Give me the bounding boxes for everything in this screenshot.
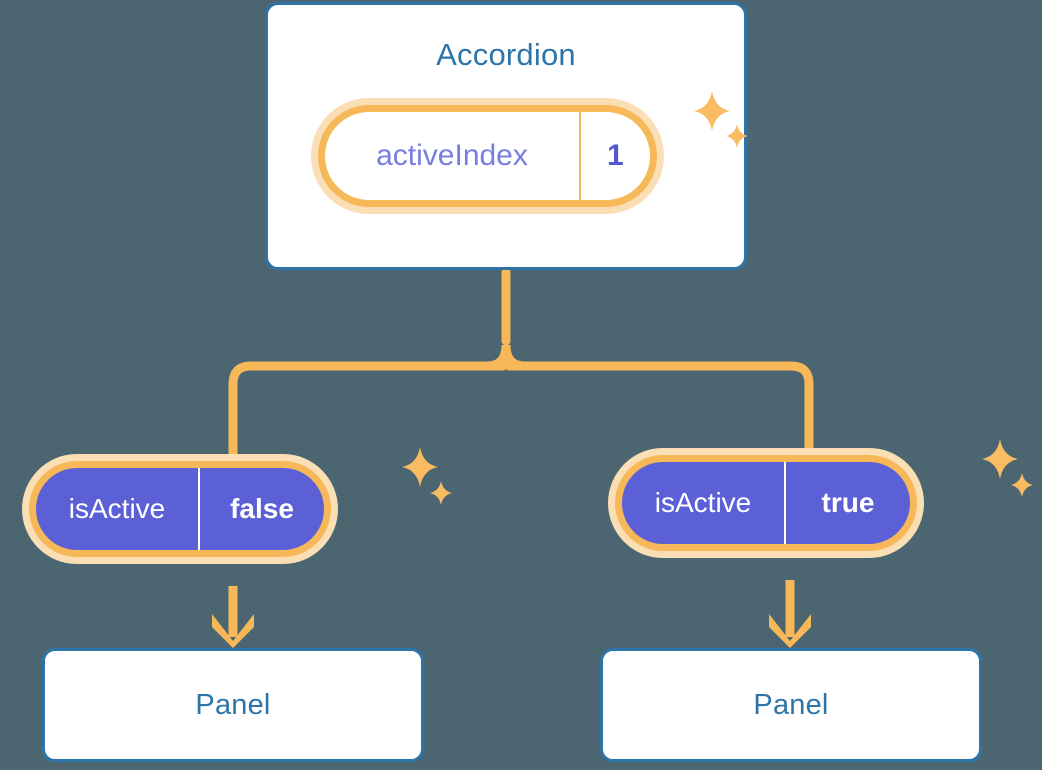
arrow-down-icon-left bbox=[212, 586, 254, 648]
sparkle-icon-right bbox=[982, 439, 1033, 497]
wire-branch-right bbox=[504, 361, 814, 457]
prop-value-label: true bbox=[821, 487, 875, 518]
pill-halo-ring: isActive false bbox=[22, 454, 338, 564]
accordion-card-title: Accordion bbox=[436, 37, 576, 72]
prop-value-label: false bbox=[230, 493, 294, 524]
wire-fork-peak bbox=[482, 344, 530, 371]
prop-key-label: isActive bbox=[622, 462, 786, 544]
panel-card-right[interactable]: Panel bbox=[600, 648, 982, 762]
pill-border-ring: activeIndex 1 bbox=[318, 105, 657, 207]
panel-card-left[interactable]: Panel bbox=[42, 648, 424, 762]
prop-pill-is-active-false[interactable]: isActive false bbox=[22, 454, 338, 564]
pill-halo-ring: activeIndex 1 bbox=[311, 98, 664, 214]
panel-card-title: Panel bbox=[753, 688, 829, 721]
pill-border-ring: isActive false bbox=[29, 461, 331, 557]
state-pill-active-index[interactable]: activeIndex 1 bbox=[311, 98, 664, 214]
prop-key-label: isActive bbox=[36, 468, 200, 550]
sparkle-icon-top bbox=[694, 91, 748, 148]
pill-border-ring: isActive true bbox=[615, 455, 917, 551]
pill-body: isActive true bbox=[622, 462, 910, 544]
wire-branch-left bbox=[228, 361, 508, 461]
sparkle-icon-left bbox=[402, 447, 452, 505]
arrow-down-icon-right bbox=[769, 580, 811, 648]
state-key-label: activeIndex bbox=[325, 112, 581, 200]
prop-pill-is-active-true[interactable]: isActive true bbox=[608, 448, 924, 558]
pill-halo-ring: isActive true bbox=[608, 448, 924, 558]
state-value-label: 1 bbox=[607, 139, 624, 172]
pill-body: isActive false bbox=[36, 468, 324, 550]
pill-body: activeIndex 1 bbox=[325, 112, 650, 200]
panel-card-title: Panel bbox=[195, 688, 271, 721]
